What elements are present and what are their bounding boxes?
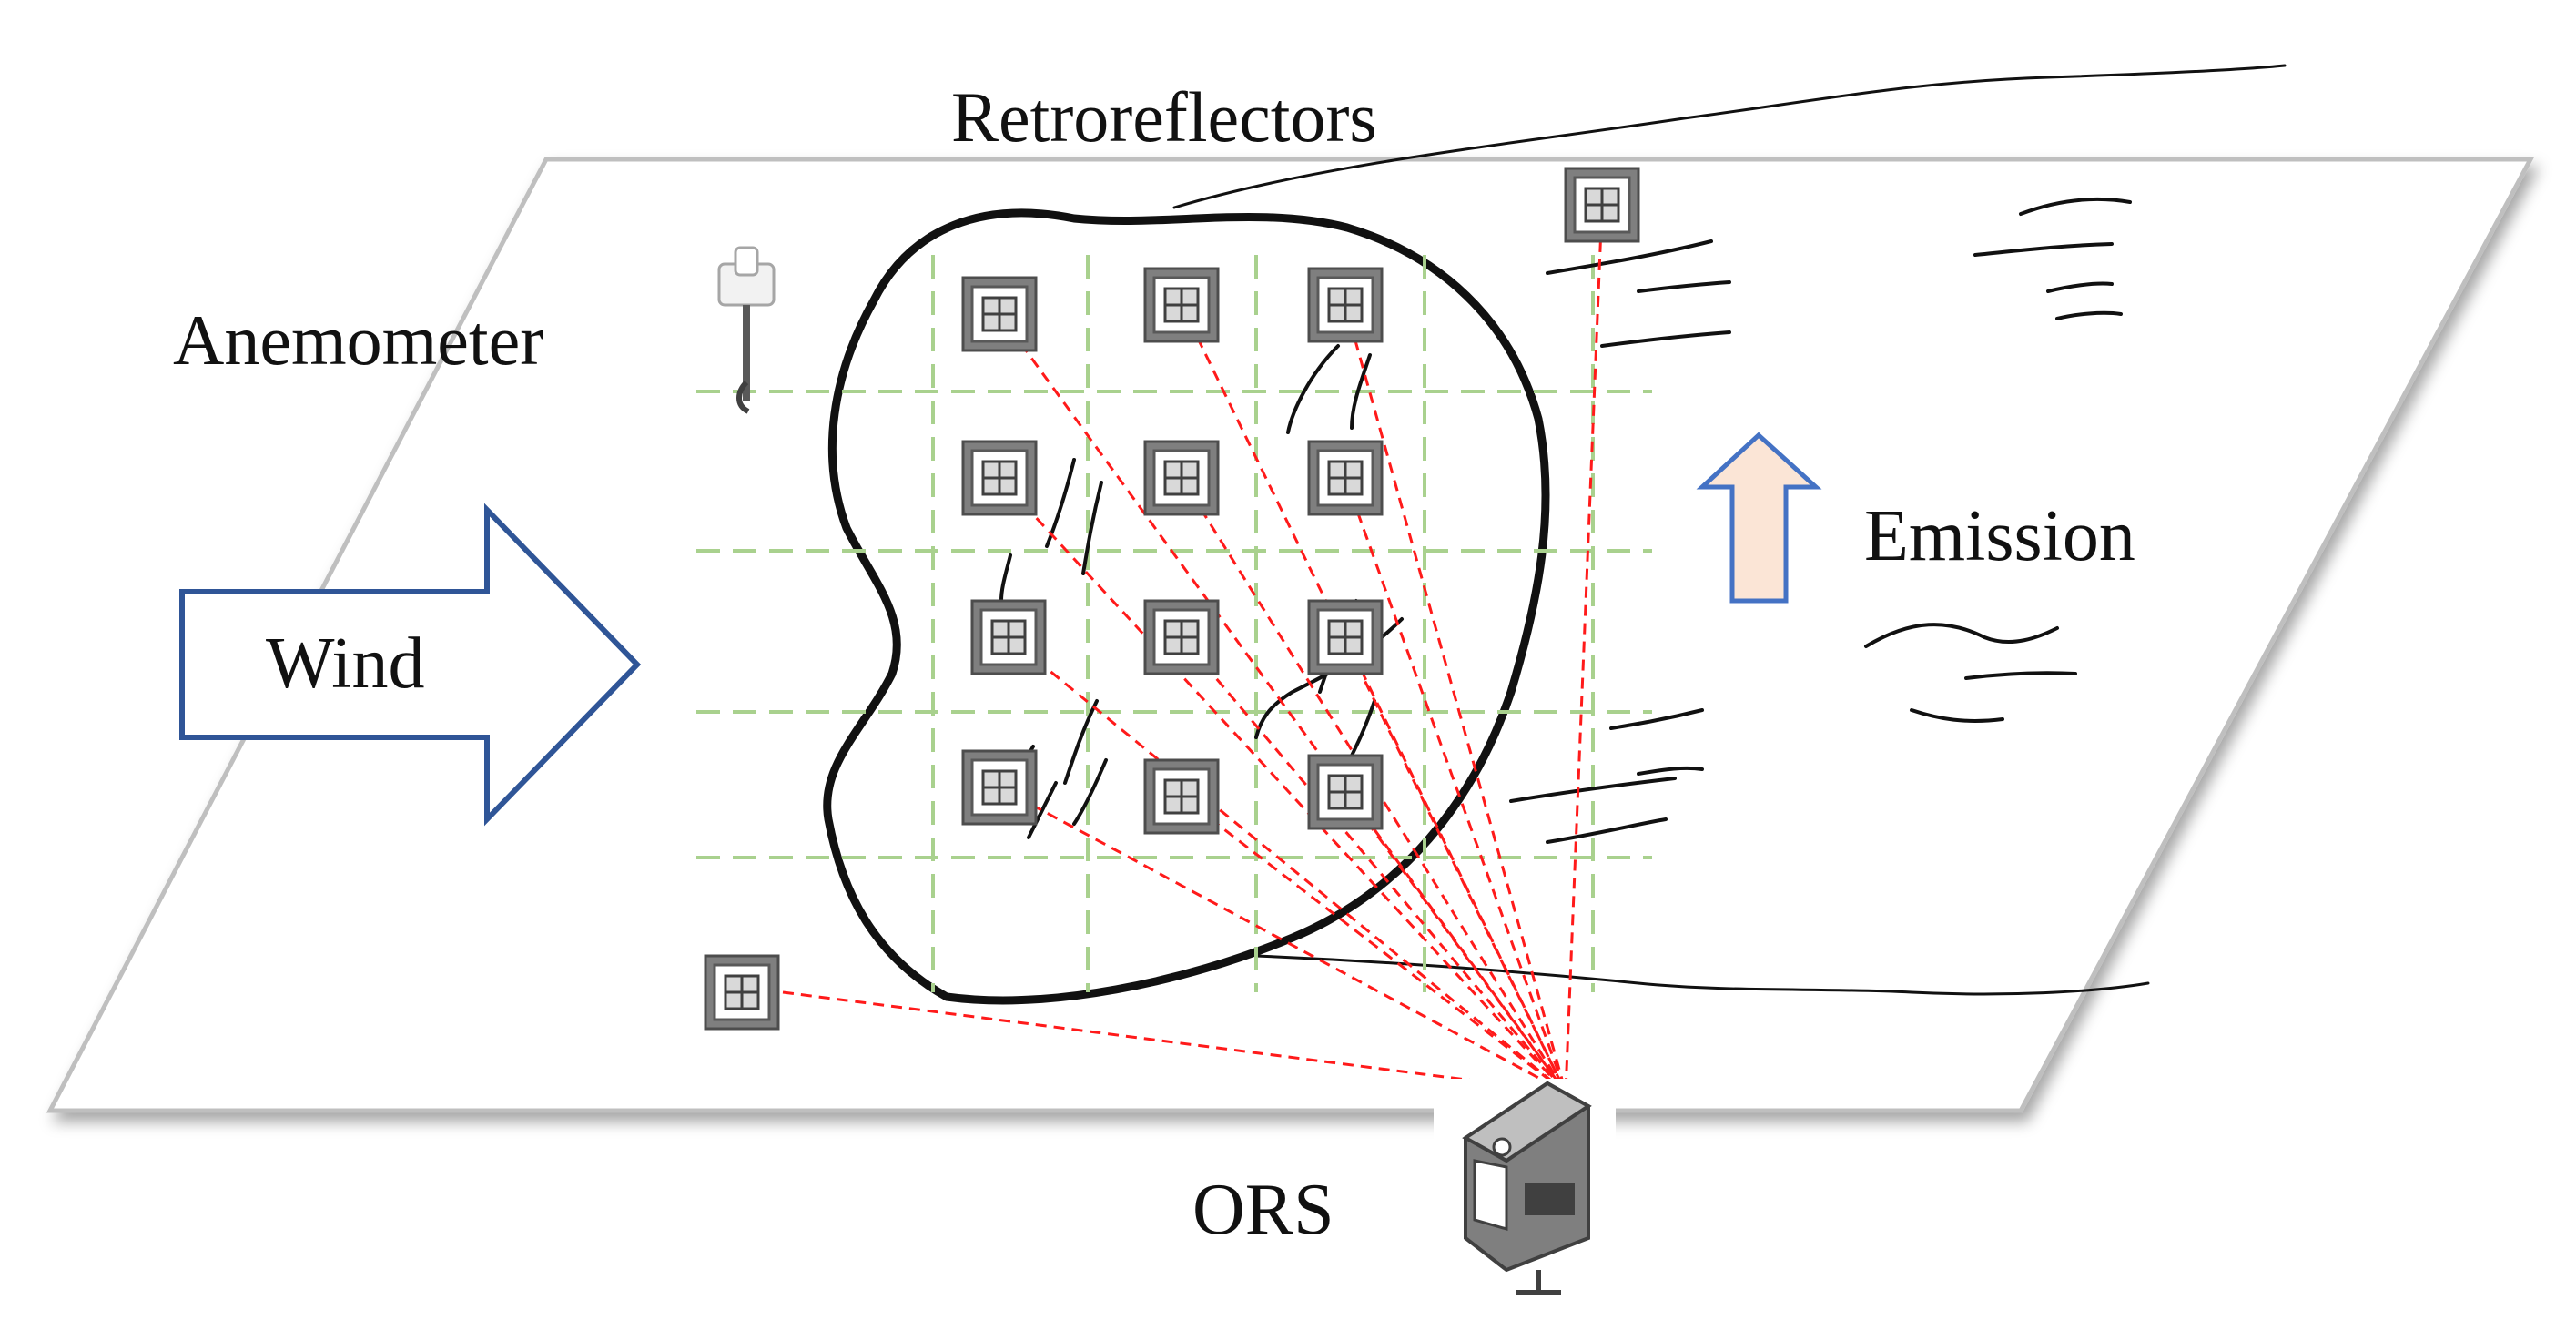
retroreflector-icon: [961, 276, 1038, 352]
emission-label: Emission: [1864, 496, 2135, 576]
laser-beam-paths: [782, 204, 1604, 1094]
retroreflector-icon: [1143, 440, 1220, 516]
plume-marks: [999, 344, 1404, 839]
ors-label: ORS: [1192, 1170, 1334, 1250]
wind-label: Wind: [266, 624, 425, 704]
wind-arrow-icon: [179, 503, 642, 827]
retroreflector-icon: [1307, 754, 1384, 830]
emission-arrow-icon: [1696, 432, 1822, 604]
downwind-plume-marks: [1509, 197, 2132, 844]
retroreflector-icon: [961, 440, 1038, 516]
retroreflector-icon: [1307, 599, 1384, 675]
terrain-top-line: [1172, 64, 2287, 209]
ground-plane: [46, 157, 2535, 1113]
retroreflector-icon: [704, 954, 780, 1031]
ors-instrument-icon: [1434, 1079, 1616, 1295]
retroreflector-icon: [1143, 758, 1220, 835]
terrain-bottom-line: [1254, 954, 2150, 996]
emission-source-boundary: [823, 208, 1550, 1005]
retroreflector-icon: [1307, 267, 1384, 343]
retroreflector-icon: [1143, 267, 1220, 343]
anemometer-label: Anemometer: [173, 300, 543, 380]
retroreflector-icon: [1307, 440, 1384, 516]
retroreflector-icon: [1143, 599, 1220, 675]
retroreflector-icon: [961, 749, 1038, 826]
measurement-grid: [696, 255, 1652, 992]
retroreflector-icon: [970, 599, 1047, 675]
retroreflector-icon: [1564, 167, 1640, 243]
retroreflectors-label: Retroreflectors: [951, 77, 1377, 157]
anemometer-icon: [717, 246, 776, 414]
